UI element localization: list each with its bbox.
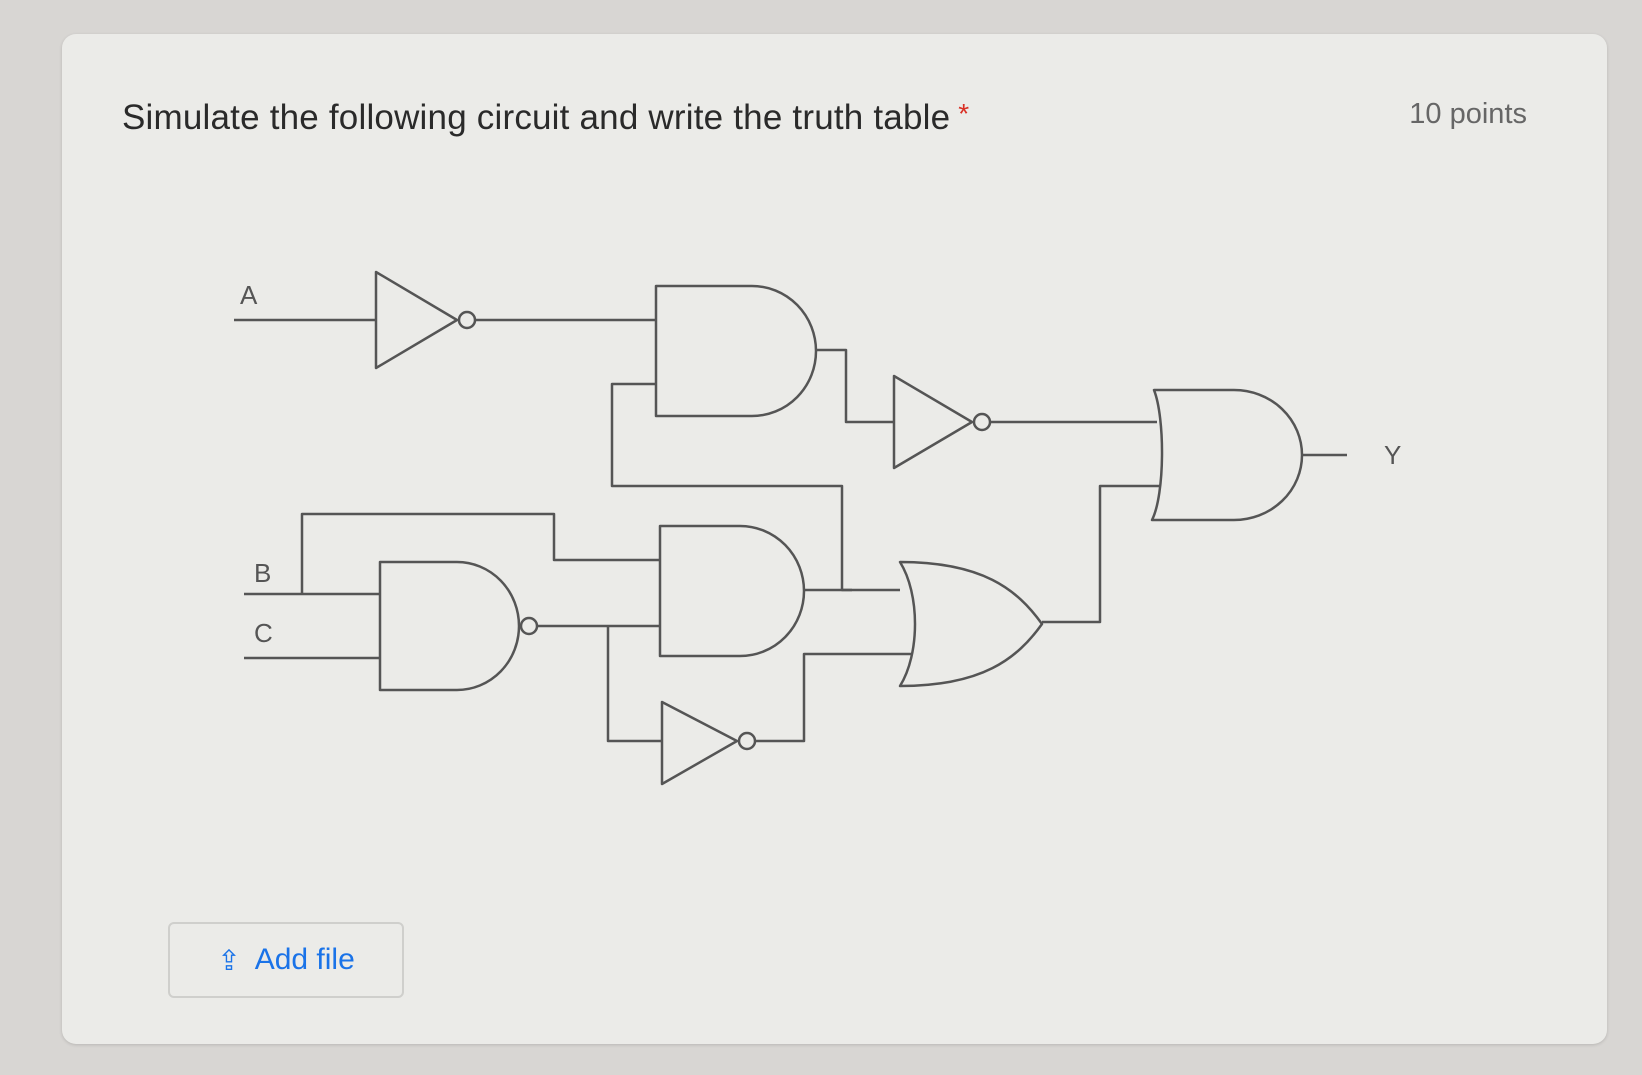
and-gate-final — [1150, 388, 1304, 522]
wire-not3-or — [755, 652, 912, 743]
wire-nand-not3 — [606, 626, 662, 743]
question-card: Simulate the following circuit and write… — [62, 34, 1607, 1044]
wire-b-up — [300, 512, 660, 594]
wire-and1-out — [816, 348, 894, 424]
not-gate-3 — [660, 700, 739, 786]
label-b: B — [254, 558, 271, 588]
not-gate-2 — [892, 374, 974, 470]
not-gate-a — [374, 270, 459, 370]
upload-icon: ⇪ — [217, 944, 241, 976]
add-file-button[interactable]: ⇪ Add file — [168, 922, 404, 998]
not-gate-2-bubble — [972, 412, 992, 432]
add-file-label: Add file — [254, 943, 355, 976]
label-y: Y — [1384, 440, 1401, 470]
and-gate-2 — [658, 524, 806, 658]
question-points: 10 points — [1409, 98, 1527, 130]
not-gate-a-bubble — [457, 310, 477, 330]
question-title: Simulate the following circuit and write… — [122, 98, 969, 138]
and-gate-1 — [654, 284, 818, 418]
required-asterisk: * — [958, 98, 970, 129]
or-gate — [898, 560, 1044, 688]
wire-or-final — [1042, 484, 1160, 624]
nand-gate — [378, 560, 521, 692]
label-c: C — [254, 618, 273, 648]
nand-gate-bubble — [519, 616, 539, 636]
question-title-text: Simulate the following circuit and write… — [122, 98, 951, 137]
label-a: A — [240, 280, 258, 310]
circuit-diagram: A B C Y — [234, 270, 1401, 786]
not-gate-3-bubble — [737, 731, 757, 751]
